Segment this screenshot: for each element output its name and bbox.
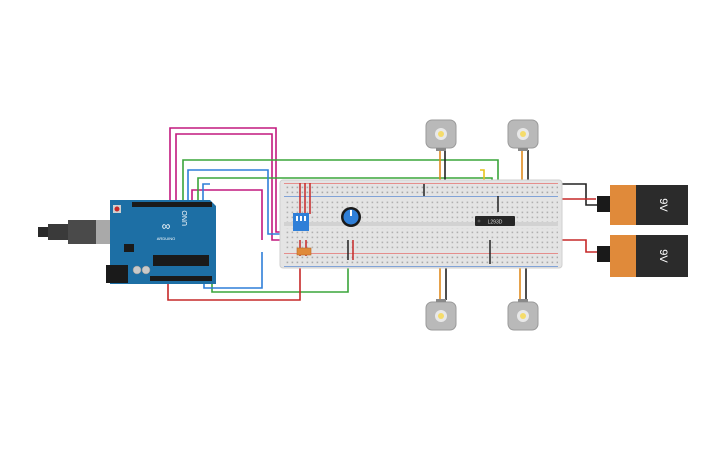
battery-label-bottom: 9V — [657, 249, 669, 263]
motor-bottom-right[interactable] — [507, 299, 539, 331]
arduino-model-label: UNO — [182, 210, 189, 226]
resistor-array[interactable] — [296, 247, 312, 256]
wire-red-battery-2[interactable] — [546, 239, 598, 253]
dip-switch[interactable] — [293, 213, 309, 231]
wire-blue-1[interactable] — [187, 169, 298, 235]
battery-label-top: 9V — [657, 198, 669, 212]
wire-green-1[interactable] — [182, 159, 499, 204]
driver-chip-label: L293D — [488, 220, 503, 226]
wire-red-bottom[interactable] — [167, 256, 301, 301]
battery-9v-top[interactable]: 9V — [597, 185, 688, 225]
arduino-brand-label: ARDUINO — [157, 236, 175, 241]
motor-bottom-left[interactable] — [425, 299, 457, 331]
motor-driver-chip[interactable]: L293D — [475, 216, 515, 226]
arduino-uno-board[interactable]: ∞ UNO ARDUINO — [38, 200, 216, 284]
breadboard[interactable] — [279, 179, 563, 269]
motor-top-left[interactable] — [425, 119, 457, 151]
wire-blue-2[interactable] — [202, 183, 210, 204]
arduino-infinity-logo: ∞ — [162, 219, 171, 233]
wire-blue-bottom[interactable] — [203, 252, 263, 289]
potentiometer[interactable] — [341, 207, 361, 227]
wire-magenta-3[interactable] — [191, 189, 263, 240]
battery-9v-bottom[interactable]: 9V — [597, 235, 688, 277]
motor-top-right[interactable] — [507, 119, 539, 151]
wire-black-battery-1[interactable] — [540, 183, 598, 206]
